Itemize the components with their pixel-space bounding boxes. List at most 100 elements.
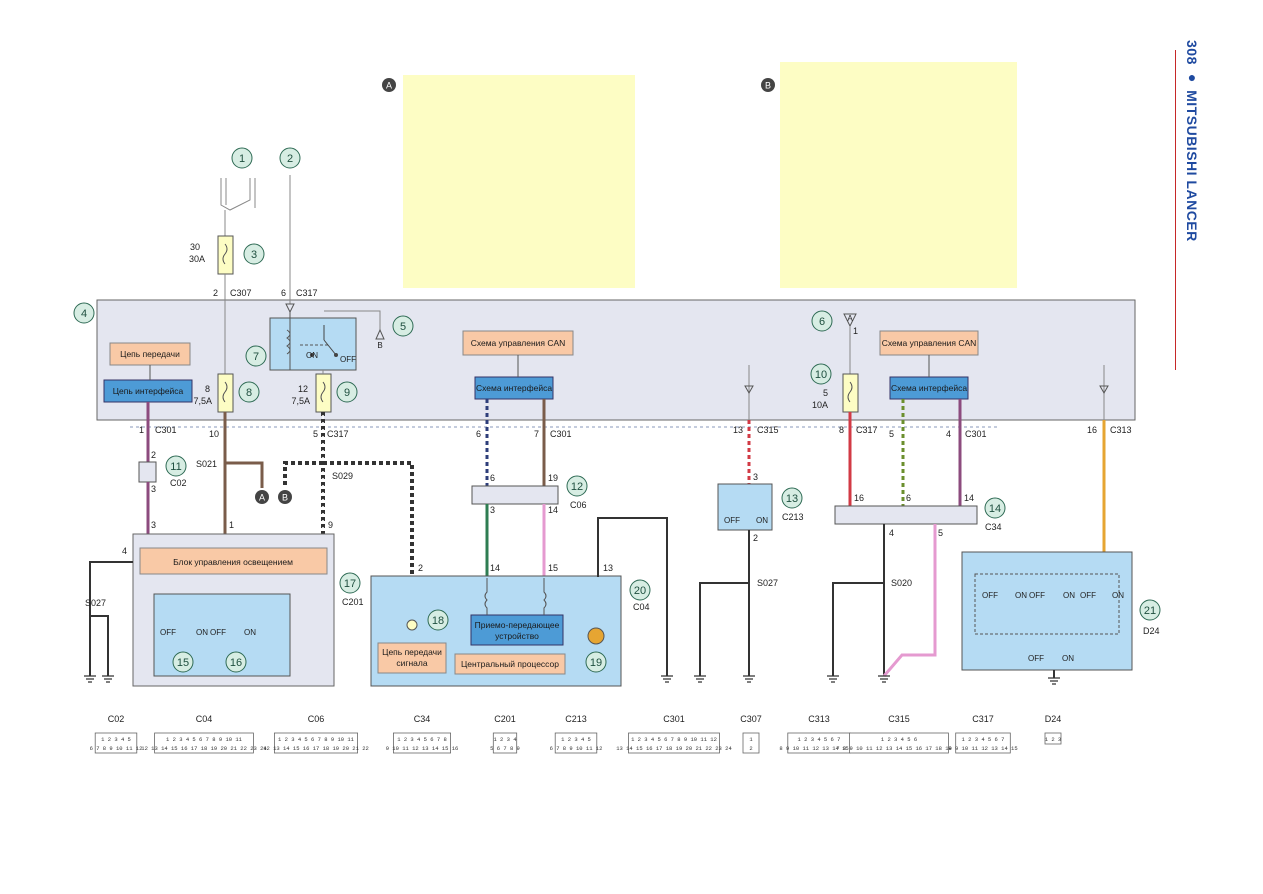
- signal-tx-label-2: сигнала: [396, 658, 427, 668]
- label-c04-pin13: 13: [603, 563, 613, 573]
- marker-b-bottom: B: [278, 490, 292, 504]
- lighting-unit-label: Блок управления освещением: [173, 557, 293, 567]
- callout-14: 14: [984, 497, 1006, 519]
- panel-b-marker: B: [761, 78, 775, 92]
- svg-text:6 7 8 9 10 11 12: 6 7 8 9 10 11 12: [550, 745, 603, 752]
- label-fuse8-b: 7,5A: [193, 396, 212, 406]
- interface-circuit-left-label: Цепь интерфейса: [113, 386, 184, 396]
- cpu-label: Центральный процессор: [461, 659, 559, 669]
- label-c34-pin6: 6: [906, 493, 911, 503]
- label-c04-pin14: 14: [490, 563, 500, 573]
- svg-text:C315: C315: [888, 714, 910, 724]
- svg-text:12 13 14 15 16 17 18 19 20 21: 12 13 14 15 16 17 18 19 20 21 22 23 24: [141, 745, 267, 752]
- label-c213-pin2: 2: [753, 533, 758, 543]
- svg-text:12: 12: [571, 481, 583, 493]
- label-can-pin7: 7: [534, 429, 539, 439]
- callout-9: 9: [336, 381, 358, 403]
- svg-text:7: 7: [253, 351, 259, 363]
- svg-text:1 2 3 4 5 6 7 8 9 10 11 12: 1 2 3 4 5 6 7 8 9 10 11 12: [631, 736, 717, 743]
- svg-text:C34: C34: [414, 714, 431, 724]
- fuse-30a: [217, 235, 234, 275]
- label-c301-a: C301: [155, 425, 177, 435]
- label-c301-b: C301: [550, 429, 572, 439]
- panel-b: [780, 62, 1017, 288]
- label-c301-pin1: 1: [139, 425, 144, 435]
- label-c317-pin10: 10: [209, 429, 219, 439]
- callout-2: 2: [279, 147, 301, 169]
- svg-text:1 2 3 4 5 6 7: 1 2 3 4 5 6 7: [798, 736, 841, 743]
- can-control-right-label: Схема управления CAN: [882, 338, 977, 348]
- relay-on-label: ON: [306, 351, 318, 360]
- label-c34-pin4: 4: [889, 528, 894, 538]
- lu-on-2: ON: [244, 628, 256, 637]
- label-fuse8-a: 8: [205, 384, 210, 394]
- triangle-a-letter: A: [847, 314, 853, 323]
- svg-text:1 2 3 4 5 6 7 8 9 10 11: 1 2 3 4 5 6 7 8 9 10 11: [278, 736, 355, 743]
- svg-text:8 9 10 11 12 13 14 15: 8 9 10 11 12 13 14 15: [948, 745, 1017, 752]
- svg-text:1 2 3 4 5 6 7 8: 1 2 3 4 5 6 7 8: [397, 736, 447, 743]
- label-s020: S020: [891, 578, 912, 588]
- label-fuse3-b: 30A: [189, 254, 205, 264]
- label-c02-pin3: 3: [151, 484, 156, 494]
- relay-coil: [286, 329, 291, 355]
- svg-text:1 2 3 4 5: 1 2 3 4 5: [101, 736, 131, 743]
- label-c06-pin14: 14: [548, 505, 558, 515]
- label-c317-pin8: 8: [839, 425, 844, 435]
- svg-text:16: 16: [230, 657, 242, 669]
- d24-off-2: OFF: [1029, 591, 1045, 600]
- lu-off-1: OFF: [160, 628, 176, 637]
- label-c201: C201: [342, 597, 364, 607]
- svg-text:B: B: [282, 493, 288, 503]
- label-pin4-lu: 4: [122, 546, 127, 556]
- battery-feed-1: [220, 178, 256, 236]
- svg-text:19: 19: [590, 657, 602, 669]
- label-c301-pin4: 4: [946, 429, 951, 439]
- label-d24: D24: [1143, 626, 1160, 636]
- svg-text:A: A: [259, 493, 265, 503]
- svg-text:A: A: [386, 81, 392, 91]
- can-control-mid-label: Схема управления CAN: [471, 338, 566, 348]
- label-c34-pin16: 16: [854, 493, 864, 503]
- d24-off-3: OFF: [1080, 591, 1096, 600]
- label-c317-pin5: 5: [313, 429, 318, 439]
- connector-c06: [471, 485, 559, 505]
- label-c301-pin5: 5: [889, 429, 894, 439]
- indicator-lamp-icon: [406, 619, 418, 631]
- svg-text:13 14 15 16 17 18 19 20 21 22: 13 14 15 16 17 18 19 20 21 22 23 24: [616, 745, 732, 752]
- svg-text:1 2 3 4 5 6 7 8 9 10 11: 1 2 3 4 5 6 7 8 9 10 11: [166, 736, 243, 743]
- side-title-rule: [1175, 50, 1176, 370]
- c213-on-label: ON: [756, 516, 768, 525]
- callout-16: 16: [225, 651, 247, 673]
- label-c315: C315: [757, 425, 779, 435]
- switch-c213: [717, 483, 773, 531]
- c213-off-label: OFF: [724, 516, 740, 525]
- triangle-b: [375, 328, 385, 340]
- d24-off-1: OFF: [982, 591, 998, 600]
- triangle-a: [843, 313, 857, 328]
- fuse-9: [315, 373, 332, 413]
- label-fuse10-b: 10A: [812, 400, 828, 410]
- callout-12: 12: [566, 475, 588, 497]
- connector-c34: [834, 505, 978, 525]
- label-c06-pin19: 19: [548, 473, 558, 483]
- label-c34-pin5: 5: [938, 528, 943, 538]
- callout-15: 15: [172, 651, 194, 673]
- label-c04: C04: [633, 602, 650, 612]
- lighting-unit-box: [139, 547, 328, 575]
- svg-text:C201: C201: [494, 714, 516, 724]
- callout-8: 8: [238, 381, 260, 403]
- transceiver-label-2: устройство: [495, 631, 539, 641]
- interface-scheme-mid-label: Схема интерфейса: [476, 383, 552, 393]
- svg-text:8 9 10 11 12 13 14 15 16: 8 9 10 11 12 13 14 15 16: [779, 745, 858, 752]
- svg-text:C06: C06: [308, 714, 325, 724]
- page-side-title: 308 ● MITSUBISHI LANCER: [1184, 40, 1200, 242]
- label-c317-top: C317: [296, 288, 318, 298]
- lu-on-1: ON: [196, 628, 208, 637]
